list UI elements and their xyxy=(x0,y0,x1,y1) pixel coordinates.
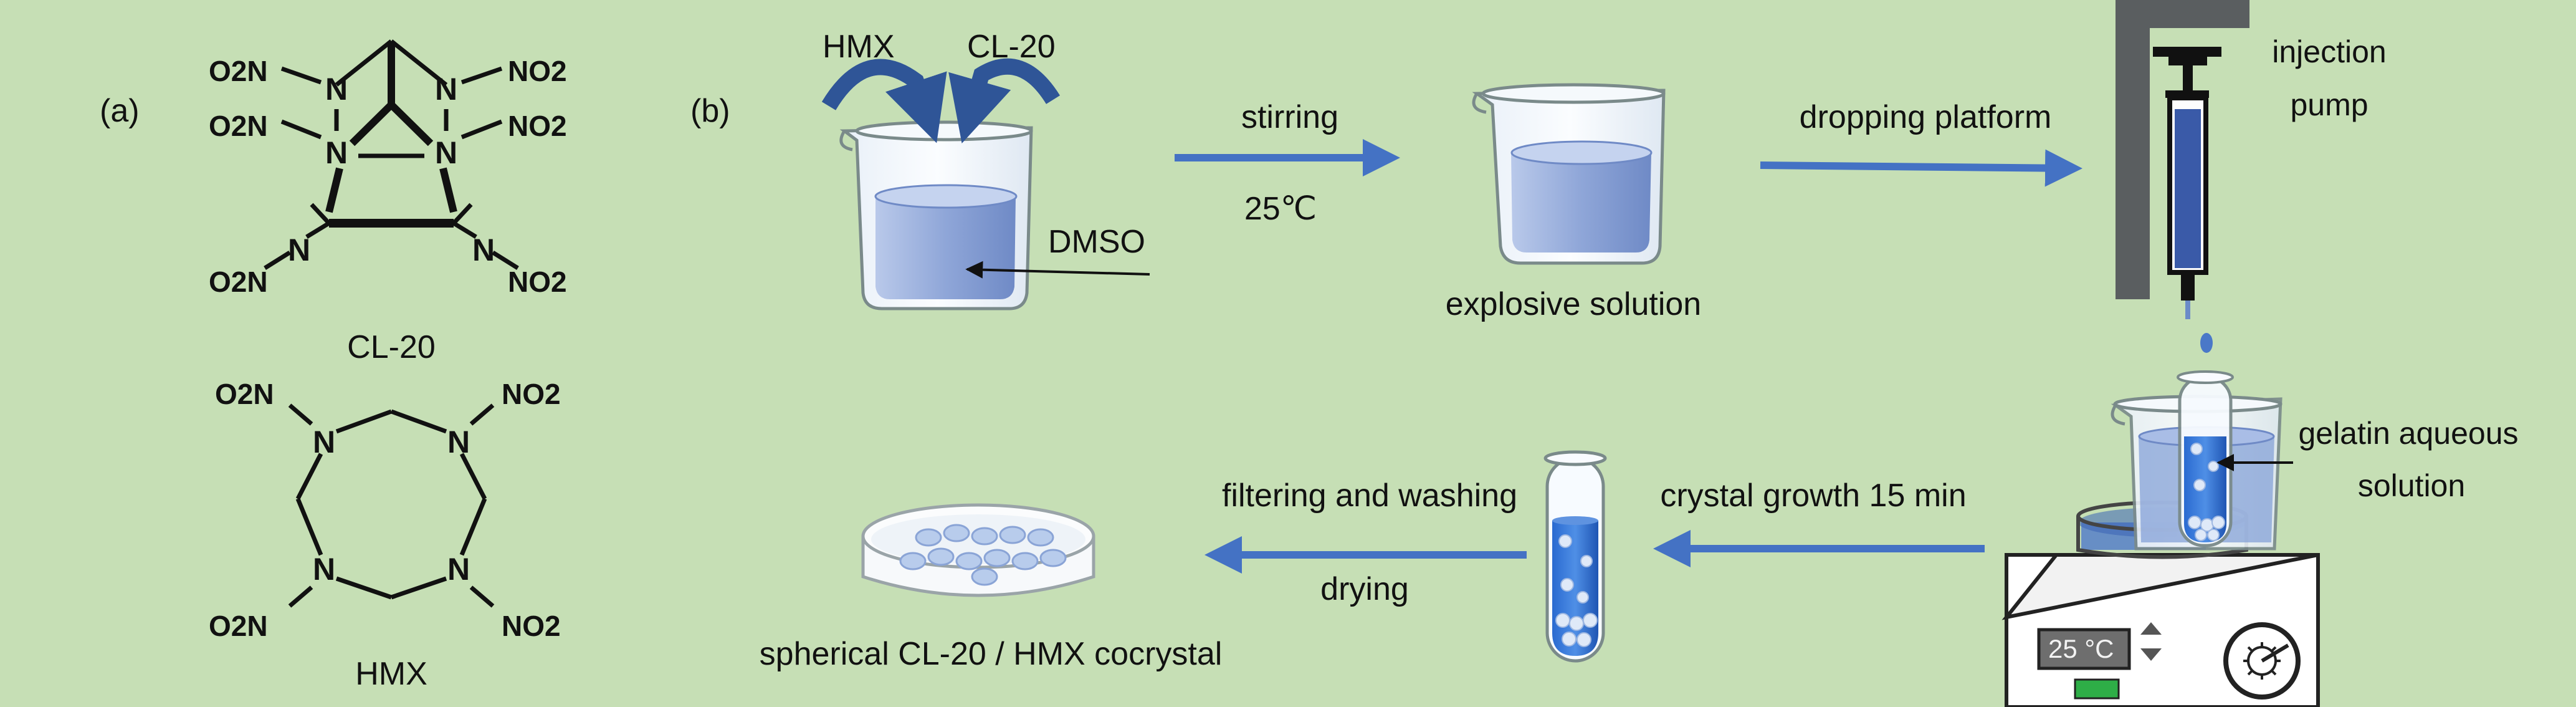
cl20-sub-3: O2N xyxy=(209,110,268,142)
dropping-platform-label: dropping platform xyxy=(1800,99,2052,135)
hmx-sub-3: O2N xyxy=(209,610,268,642)
cl20-n1: N xyxy=(325,72,348,107)
hmx-sub-4: NO2 xyxy=(502,610,561,642)
gelatin-label-line2: solution xyxy=(2358,468,2465,503)
panel-a-label: (a) xyxy=(100,93,140,129)
gelatin-beaker xyxy=(2111,370,2283,551)
injection-pump xyxy=(2116,0,2249,353)
stirring-label: stirring xyxy=(1241,99,1338,135)
cl20-sub-2: NO2 xyxy=(508,55,567,87)
cl20-n4: N xyxy=(435,135,457,170)
dmso-label: DMSO xyxy=(1048,224,1145,260)
cl20-sub-5: O2N xyxy=(209,266,268,298)
hmx-name: HMX xyxy=(355,656,427,692)
power-button xyxy=(2074,678,2120,700)
hmx-addition-arrow xyxy=(821,59,947,143)
cl20-name: CL-20 xyxy=(347,329,436,365)
panel-b-label: (b) xyxy=(690,93,730,129)
filtering-label: filtering and washing xyxy=(1222,478,1517,514)
explosive-solution-label: explosive solution xyxy=(1446,286,1701,322)
hmx-n3: N xyxy=(313,552,335,587)
dropping-arrow xyxy=(1760,149,2082,187)
hmx-sub-1: O2N xyxy=(215,378,274,410)
hmx-sub-2: NO2 xyxy=(502,378,561,410)
crystal-growth-label: crystal growth 15 min xyxy=(1660,478,1966,514)
cl20-n6: N xyxy=(472,233,495,267)
droplet xyxy=(2200,333,2213,353)
cl20-addition-arrow xyxy=(948,58,1061,143)
temp-down-icon xyxy=(2140,648,2162,661)
hmx-n4: N xyxy=(447,552,470,587)
hmx-n2: N xyxy=(447,425,470,459)
petri-dish xyxy=(861,503,1095,597)
cl20-structure xyxy=(264,39,519,270)
reagent-cl20-label: CL-20 xyxy=(967,29,1056,65)
cl20-n2: N xyxy=(435,72,457,107)
reagent-hmx-label: HMX xyxy=(823,29,895,65)
gelatin-label-line1: gelatin aqueous xyxy=(2298,416,2518,451)
temperature-display xyxy=(2037,628,2131,670)
dmso-beaker xyxy=(839,120,1033,310)
magnetic-stirrer: 25 °C xyxy=(2001,501,2320,707)
hmx-n1: N xyxy=(313,425,335,459)
display-readout: 25 °C xyxy=(2048,634,2114,663)
hmx-structure xyxy=(288,403,495,608)
temperature-label: 25℃ xyxy=(1244,191,1317,227)
pump-label-line2: pump xyxy=(2290,87,2368,122)
explosive-solution-beaker xyxy=(1472,83,1666,265)
crystal-test-tube xyxy=(1543,450,1607,663)
cl20-sub-1: O2N xyxy=(209,55,268,87)
drying-label: drying xyxy=(1320,571,1409,607)
cl20-sub-6: NO2 xyxy=(508,266,567,298)
cl20-atom-labels: N N N N N N O2N NO2 O2N NO2 O2N NO2 xyxy=(209,55,567,298)
cl20-n3: N xyxy=(325,135,348,170)
temp-up-icon xyxy=(2140,622,2162,635)
hmx-atom-labels: N N N N O2N NO2 O2N NO2 xyxy=(209,378,561,642)
cl20-n5: N xyxy=(288,233,310,267)
dmso-pointer xyxy=(965,261,1150,279)
product-label: spherical CL-20 / HMX cocrystal xyxy=(760,636,1223,672)
pump-label-line1: injection xyxy=(2272,34,2386,69)
cl20-sub-4: NO2 xyxy=(508,110,567,142)
